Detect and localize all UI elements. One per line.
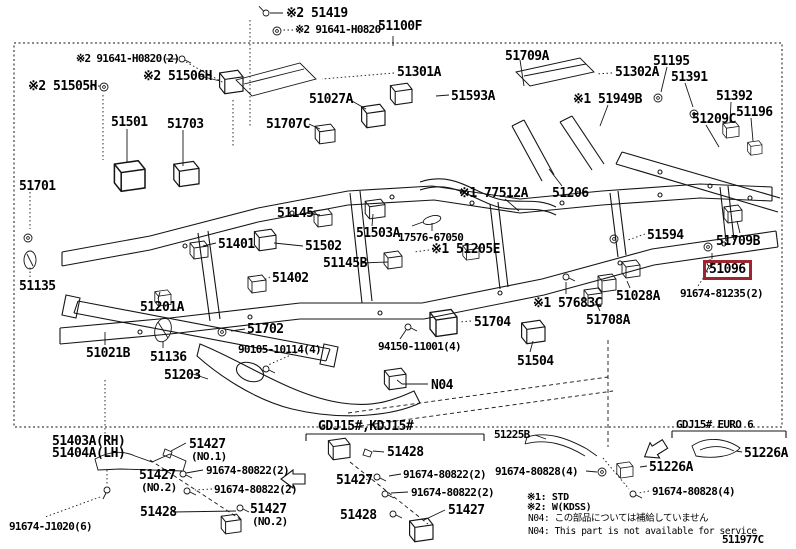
arrow-down-left-icon xyxy=(643,439,669,459)
part-label-51702: 51702 xyxy=(247,322,284,337)
part-label-51392: 51392 xyxy=(716,89,753,104)
part-label-51301A: 51301A xyxy=(397,65,441,80)
part-label-51021B: 51021B xyxy=(86,346,130,361)
part-label-77512A: ※1 77512A xyxy=(459,186,529,201)
part-sub-label-no1: (NO.1) xyxy=(191,450,227,463)
part-label-57683C: ※1 57683C xyxy=(533,296,603,311)
legend-note-n04-jp: N04: この部品については補給していません xyxy=(528,513,709,524)
part-label-51404A-LH: 51404A(LH) xyxy=(52,446,126,461)
section-underlines xyxy=(305,430,787,441)
part-label-51419: ※2 51419 xyxy=(286,6,348,21)
part-label-51403A-RH: 51403A(RH) xyxy=(52,434,126,449)
part-label-91674-81235: 91674-81235(2) xyxy=(680,287,764,300)
part-label-51027A: 51027A xyxy=(309,92,353,107)
note-label-N04: N04 xyxy=(431,378,453,393)
part-label-51708A: 51708A xyxy=(586,313,630,328)
part-label-91674-80828-a: 91674-80828(4) xyxy=(495,465,579,478)
part-label-51205E: ※1 51205E xyxy=(431,242,501,257)
part-label-51709B: 51709B xyxy=(716,234,760,249)
part-label-51427-no1: 51427 xyxy=(189,437,226,452)
part-label-51505H: ※2 51505H xyxy=(28,79,98,94)
part-label-51707C: 51707C xyxy=(266,117,310,132)
part-label-51226A-b: 51226A xyxy=(649,460,693,475)
legend-note-1: ※1: STD xyxy=(527,492,569,503)
part-label-17576-67050: 17576-67050 xyxy=(398,231,464,244)
dashed-leader-lines xyxy=(29,20,711,518)
part-label-91674-80822-d: 91674-80822(2) xyxy=(411,486,495,499)
part-label-91674-80822-c: 91674-80822(2) xyxy=(403,468,487,481)
part-label-51703: 51703 xyxy=(167,117,204,132)
part-label-51401: 51401 xyxy=(218,237,255,252)
part-label-91674-80822-a: 91674-80822(2) xyxy=(206,464,290,477)
part-label-51427-m2: 51427 xyxy=(448,503,485,518)
part-label-51427-no2: 51427 xyxy=(139,468,176,483)
part-label-51225B: 51225B xyxy=(494,428,530,441)
part-label-51135: 51135 xyxy=(19,279,56,294)
part-glyphs xyxy=(23,57,763,391)
part-label-51196: 51196 xyxy=(736,105,773,120)
part-label-51096: 51096 xyxy=(703,260,752,280)
legend-note-2: ※2: W(KDSS) xyxy=(527,502,592,513)
legend-note-n04-en: N04: This part is not available for serv… xyxy=(528,526,757,537)
part-label-51709A: 51709A xyxy=(505,49,549,64)
section-header-gdj15-kdj15: GDJ15#,KDJ15# xyxy=(318,419,414,434)
part-label-51704: 51704 xyxy=(474,315,511,330)
part-label-51428-m1: 51428 xyxy=(387,445,424,460)
part-label-91641-H0820-2: ※2 91641-H0820(2) xyxy=(76,52,180,65)
part-label-51195: 51195 xyxy=(653,54,690,69)
part-label-51302A: 51302A xyxy=(615,65,659,80)
part-label-51427-m1: 51427 xyxy=(336,473,373,488)
part-label-91641-H0820: ※2 91641-H0820 xyxy=(295,23,381,36)
part-label-51203: 51203 xyxy=(164,368,201,383)
part-label-51501: 51501 xyxy=(111,115,148,130)
part-label-51136: 51136 xyxy=(150,350,187,365)
part-label-51428-m2: 51428 xyxy=(340,508,377,523)
part-label-51701: 51701 xyxy=(19,179,56,194)
part-label-91674-80822-b: 91674-80822(2) xyxy=(214,483,298,496)
part-label-51594: 51594 xyxy=(647,228,684,243)
part-label-51593A: 51593A xyxy=(451,89,495,104)
part-sub-label-no2: (NO.2) xyxy=(141,481,177,494)
part-label-51145B: 51145B xyxy=(323,256,367,271)
part-label-51028A: 51028A xyxy=(616,289,660,304)
part-label-91674-80828-b: 91674-80828(4) xyxy=(652,485,736,498)
part-label-51504: 51504 xyxy=(517,354,554,369)
part-label-51145: 51145 xyxy=(277,206,314,221)
sub-diagram-part-glyphs xyxy=(94,434,741,543)
part-label-51226A-a: 51226A xyxy=(744,446,788,461)
arrow-left-icon xyxy=(280,468,306,490)
section-header-gdj15-euro6: GDJ15# EURO 6 xyxy=(676,418,754,431)
part-label-51206: 51206 xyxy=(552,186,589,201)
leader-lines xyxy=(104,12,754,521)
part-label-51428-a: 51428 xyxy=(140,505,177,520)
part-label-51427-no2b: 51427 xyxy=(250,502,287,517)
part-sub-label-no2b: (NO.2) xyxy=(252,515,288,528)
part-label-51201A: 51201A xyxy=(140,300,184,315)
part-label-90105-10114: 90105-10114(4) xyxy=(238,343,322,356)
frame-assy-label-51100F: 51100F xyxy=(378,19,422,34)
part-label-51391: 51391 xyxy=(671,70,708,85)
frame-border xyxy=(13,42,783,428)
diagram-code: 511977C xyxy=(722,533,764,546)
part-label-51209C: 51209C xyxy=(692,112,736,127)
part-label-51502: 51502 xyxy=(305,239,342,254)
part-label-51402: 51402 xyxy=(272,271,309,286)
part-label-51506H: ※2 51506H xyxy=(143,69,213,84)
crossmembers xyxy=(197,115,781,322)
part-label-51949B: ※1 51949B xyxy=(573,92,643,107)
part-label-91674-J1020: 91674-J1020(6) xyxy=(9,520,93,533)
part-label-94150-11001: 94150-11001(4) xyxy=(378,340,462,353)
side-rails xyxy=(59,183,779,345)
part-label-51503A: 51503A xyxy=(356,226,400,241)
